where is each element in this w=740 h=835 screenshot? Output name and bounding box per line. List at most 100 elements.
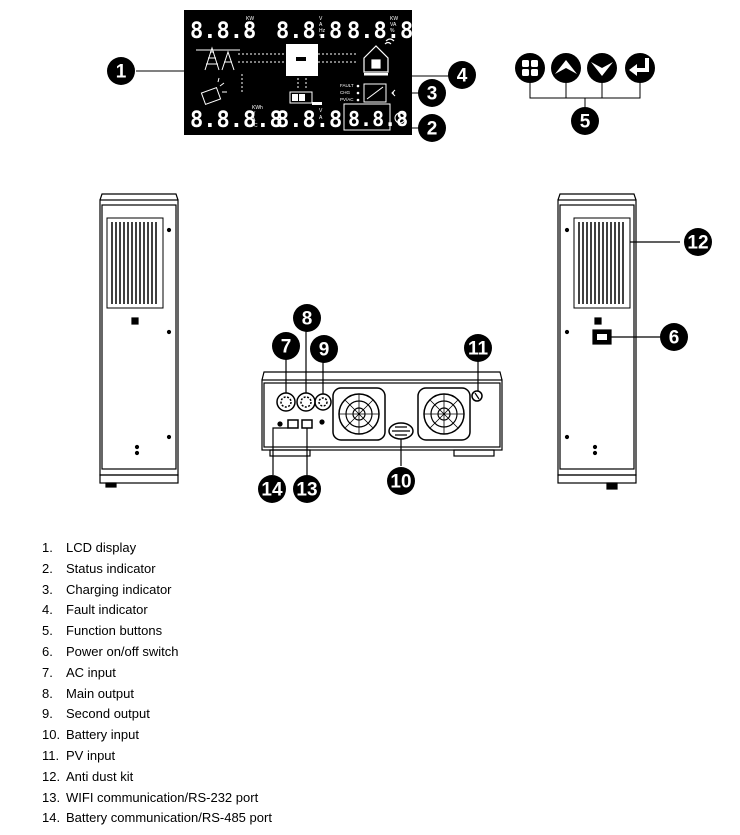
lcd-top-left-digits: 8.8.8	[190, 19, 256, 44]
chevron-down-icon	[591, 62, 613, 76]
legend-item: 12.Anti dust kit	[42, 767, 272, 788]
legend-number: 4.	[42, 602, 53, 618]
lcd-unit: A	[319, 115, 323, 121]
callout-number: 6	[669, 328, 680, 349]
legend-number: 6.	[42, 643, 53, 659]
callout-number: 14	[261, 480, 283, 501]
callout-8: 8	[293, 304, 321, 332]
legend-number: 9.	[42, 706, 53, 722]
left-side-view	[99, 193, 179, 488]
legend-label: Main output	[66, 685, 134, 701]
lcd-unit: V	[246, 22, 250, 28]
callout-number: 1	[116, 62, 127, 83]
lcd-unit: V	[319, 108, 323, 114]
legend-label: AC input	[66, 664, 116, 680]
house-icon	[363, 38, 395, 73]
lcd-bottom-left-digits: 8.8.8.8	[190, 108, 283, 133]
right-side-view	[557, 193, 680, 490]
down-button[interactable]	[587, 53, 617, 83]
lcd-unit: V	[319, 16, 323, 22]
inverter-diagram: 8.8.8 KW V Hz A 8.8.8 V A Hz °C 8.8.8 KW…	[99, 10, 712, 503]
legend-item: 5. Function buttons	[42, 621, 272, 642]
callout-number: 8	[302, 309, 313, 330]
callout-number: 12	[687, 233, 708, 254]
legend-number: 3.	[42, 581, 53, 597]
legend-number: 1.	[42, 540, 53, 555]
legend-label: Function buttons	[66, 623, 163, 639]
bottom-view	[261, 330, 503, 475]
enter-arrow-icon	[629, 58, 649, 76]
lcd-unit: KWh	[252, 105, 263, 111]
lcd-bottom-mid-digits: 8.8.8	[276, 108, 342, 133]
lcd-unit: VA	[390, 22, 397, 28]
legend-item: 2.Status indicator	[42, 559, 272, 580]
legend-item: 10.Battery input	[42, 725, 272, 746]
legend-item: 9. Second output	[42, 704, 272, 725]
ac-input-terminal	[276, 392, 296, 412]
legend-label: Second output	[66, 706, 150, 722]
legend-label: LCD display	[66, 540, 137, 555]
lcd-unit: A	[319, 22, 323, 28]
lcd-unit: %	[390, 28, 395, 34]
legend-label: Battery input	[66, 727, 139, 743]
lcd-unit: °C	[319, 34, 325, 40]
grid-icon	[522, 60, 538, 76]
fan-right	[417, 387, 471, 441]
up-button[interactable]	[551, 53, 581, 83]
rs485-port	[287, 419, 299, 429]
callout-11: 11	[464, 334, 492, 362]
legend-item: 8. Main output	[42, 684, 272, 705]
callout-12: 12	[684, 228, 712, 256]
callout-5: 5	[571, 107, 599, 135]
legend-label: Battery communication/RS-485 port	[66, 810, 272, 826]
flow-lines	[238, 53, 358, 92]
chevron-up-icon	[555, 60, 577, 74]
callout-10: 10	[387, 467, 415, 495]
callout-1: 1	[107, 57, 135, 85]
callout-number: 4	[457, 66, 468, 87]
legend-item: 3. Charging indicator	[42, 580, 272, 601]
lcd-top-mid-digits: 8.8.8	[276, 19, 342, 44]
legend-number: 14.	[42, 810, 61, 826]
legend-number: 11.	[42, 747, 60, 763]
legend-label: WIFI communication/RS-232 port	[66, 789, 259, 805]
legend-label: Fault indicator	[66, 602, 148, 618]
lcd-unit: Hz	[246, 28, 253, 34]
legend-number: 7.	[42, 664, 53, 680]
enter-button[interactable]	[625, 53, 655, 83]
lcd-status-label: CHG	[340, 90, 350, 95]
menu-button[interactable]	[515, 53, 545, 83]
legend-number: 2.	[42, 560, 53, 576]
callout-4: 4	[448, 61, 476, 89]
callout-14: 14	[258, 475, 286, 503]
main-output-terminal	[296, 392, 316, 412]
fan-status-icon	[394, 112, 406, 124]
callout-number: 3	[427, 84, 438, 105]
legend-label: Anti dust kit	[66, 768, 134, 784]
callout-9: 9	[310, 335, 338, 363]
callout-number: 9	[319, 340, 330, 361]
battery-icon	[289, 91, 322, 105]
battery-input-terminal	[388, 422, 414, 440]
legend-label: Power on/off switch	[66, 643, 179, 659]
second-output-terminal	[314, 393, 332, 411]
callout-2: 2	[418, 114, 446, 142]
function-buttons	[515, 53, 655, 83]
legend-item: 6. Power on/off switch	[42, 642, 272, 663]
lcd-unit: V	[252, 111, 256, 117]
solar-panel-icon	[200, 77, 227, 106]
leader-lines	[136, 70, 641, 129]
pv-input-terminal	[471, 390, 483, 402]
legend-list: 1. LCD display 2.Status indicator 3. Charg…	[42, 538, 272, 829]
legend-number: 5.	[42, 623, 53, 639]
legend-label: Charging indicator	[66, 581, 172, 597]
legend-label: PV input	[66, 747, 116, 763]
callout-number: 7	[281, 337, 292, 358]
callout-13: 13	[293, 475, 321, 503]
lcd-status-label: PV/AC	[340, 97, 354, 102]
fan-left	[332, 387, 386, 441]
legend-item: 13.WIFI communication/RS-232 port	[42, 788, 272, 809]
callout-number: 5	[580, 112, 591, 133]
lcd-unit: KW	[390, 16, 398, 22]
legend-number: 8.	[42, 685, 53, 701]
